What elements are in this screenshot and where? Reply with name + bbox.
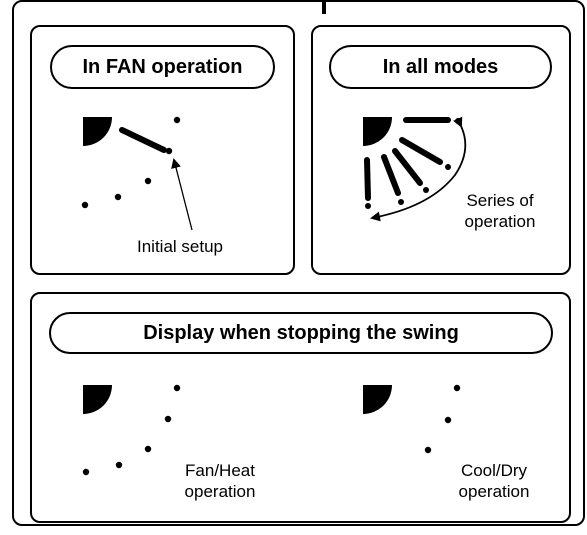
- series-of-operation-label: Series of operation: [450, 190, 550, 232]
- dot-icon: [144, 177, 152, 185]
- fan-heat-operation-line: operation: [184, 482, 256, 501]
- louver-blade: [364, 157, 371, 201]
- frame-connector: [322, 0, 326, 14]
- stopping-swing-panel: [30, 292, 571, 523]
- louver-blade: [119, 127, 167, 153]
- quarter-circle-icon: [83, 385, 112, 414]
- dot-icon: [115, 461, 123, 469]
- dot-icon: [455, 118, 461, 124]
- dot-icon: [365, 203, 371, 209]
- quarter-circle-icon: [83, 117, 112, 146]
- cool-dry-line: Cool/Dry: [460, 461, 528, 480]
- operation-line: operation: [464, 212, 536, 231]
- series-of-line: Series of: [466, 191, 534, 210]
- fan-heat-line: Fan/Heat: [185, 461, 255, 480]
- dot-icon: [82, 468, 90, 476]
- cool-dry-caption: Cool/Dry operation: [444, 460, 544, 502]
- dot-icon: [173, 384, 181, 392]
- fan-operation-panel: [30, 25, 295, 275]
- dot-icon: [398, 199, 404, 205]
- dot-icon: [444, 416, 452, 424]
- all-modes-title: In all modes: [329, 45, 552, 89]
- dot-icon: [445, 164, 451, 170]
- quarter-circle-icon: [363, 385, 392, 414]
- dot-icon: [173, 116, 181, 124]
- louver-blade: [399, 137, 443, 165]
- dot-icon: [114, 193, 122, 201]
- louver-blade: [381, 154, 401, 196]
- outer-frame: [12, 0, 585, 526]
- fan-operation-title: In FAN operation: [50, 45, 275, 89]
- dot-icon: [423, 187, 429, 193]
- cool-dry-operation-line: operation: [458, 482, 530, 501]
- arc-arrow-icon: [370, 116, 467, 222]
- dot-icon: [165, 147, 173, 155]
- dot-icon: [164, 415, 172, 423]
- louver-blade: [392, 148, 423, 186]
- dot-icon: [81, 201, 89, 209]
- pointer-line: [171, 158, 193, 231]
- fan-heat-caption: Fan/Heat operation: [170, 460, 270, 502]
- dot-icon: [453, 384, 461, 392]
- initial-setup-label: Initial setup: [137, 237, 223, 256]
- all-modes-panel: [311, 25, 571, 275]
- stopping-swing-title: Display when stopping the swing: [49, 312, 553, 354]
- quarter-circle-icon: [363, 117, 392, 146]
- dot-icon: [144, 445, 152, 453]
- dot-icon: [424, 446, 432, 454]
